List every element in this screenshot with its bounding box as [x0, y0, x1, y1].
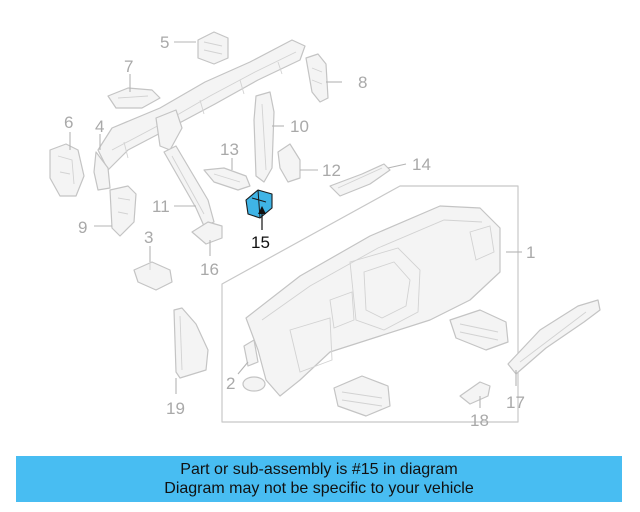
- callout-5: 5: [160, 33, 169, 52]
- callout-15: 15: [251, 233, 270, 252]
- callout-16: 16: [200, 260, 219, 279]
- parts-diagram: 5 7 6 4 8 9 10 11 12 13 14 16 3 1 2 19 1…: [49, 31, 601, 430]
- callout-13: 13: [220, 140, 239, 159]
- callout-17: 17: [506, 393, 525, 412]
- part-3-bracket: [133, 258, 173, 291]
- part-14-rail: [329, 163, 391, 197]
- banner-line-disclaimer: Diagram may not be specific to your vehi…: [164, 480, 474, 497]
- callout-2: 2: [226, 374, 235, 393]
- part-6-bracket: [49, 143, 85, 197]
- part-17-side-rail: [507, 299, 601, 375]
- callout-14: 14: [412, 155, 431, 174]
- callout-9: 9: [78, 218, 87, 237]
- callout-18: 18: [470, 411, 489, 430]
- callout-7: 7: [124, 57, 133, 76]
- callout-8: 8: [358, 73, 367, 92]
- air-vent-right: [449, 309, 509, 351]
- part-18-bracket: [459, 381, 491, 405]
- callout-4: 4: [95, 117, 104, 136]
- part-9-bracket: [109, 185, 137, 237]
- part-2-clip: [242, 339, 266, 392]
- air-vent-center: [333, 375, 391, 417]
- callout-labels: 5 7 6 4 8 9 10 11 12 13 14 16 3 1 2 19 1…: [64, 33, 535, 430]
- callout-10: 10: [290, 117, 309, 136]
- part-19-trim-panel: [173, 307, 209, 379]
- callout-12: 12: [322, 161, 341, 180]
- part-15-highlighted-bracket[interactable]: [245, 189, 273, 219]
- banner-line-part: Part or sub-assembly is #15 in diagram: [180, 461, 458, 478]
- part-12-bracket: [277, 143, 301, 183]
- leader-lines: [69, 41, 522, 408]
- part-4-cross-car-beam: [93, 39, 306, 191]
- part-5-bracket: [197, 31, 229, 65]
- callout-6: 6: [64, 113, 73, 132]
- info-banner: Part or sub-assembly is #15 in diagram D…: [16, 456, 622, 502]
- callout-3: 3: [144, 228, 153, 247]
- part-11-stay: [163, 145, 215, 227]
- part-7-bracket: [107, 87, 161, 109]
- part-16-clip: [191, 221, 223, 245]
- part-1-frame: [221, 185, 519, 423]
- part-8-bracket: [305, 53, 329, 103]
- callout-19: 19: [166, 399, 185, 418]
- part-10-brace: [253, 91, 275, 183]
- part-13-duct: [203, 167, 251, 191]
- part-1-instrument-panel: [245, 205, 501, 397]
- callout-11: 11: [152, 197, 170, 216]
- callout-1: 1: [526, 243, 535, 262]
